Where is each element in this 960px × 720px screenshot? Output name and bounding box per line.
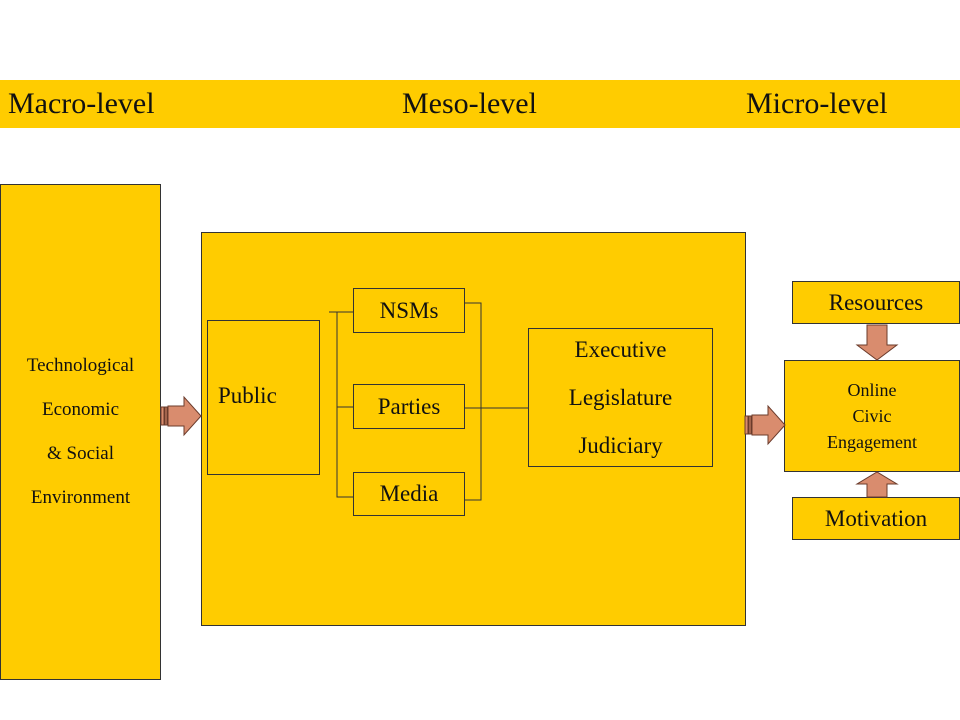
nsms-label: NSMs bbox=[379, 297, 439, 323]
engagement-line-engagement: Engagement bbox=[827, 432, 917, 452]
online-civic-engagement-box: Online Civic Engagement bbox=[784, 360, 960, 472]
macro-line-economic: Economic bbox=[41, 399, 119, 420]
motivation-up-arrow bbox=[855, 471, 899, 498]
engagement-line-online: Online bbox=[847, 380, 897, 400]
motivation-box: Motivation bbox=[792, 497, 960, 540]
engagement-line-civic: Civic bbox=[852, 406, 892, 426]
parties-label: Parties bbox=[377, 393, 441, 419]
macro-to-meso-arrow bbox=[160, 395, 202, 437]
macro-line-technological: Technological bbox=[26, 355, 135, 376]
meso-to-micro-arrow bbox=[744, 404, 786, 446]
media-label: Media bbox=[379, 481, 439, 506]
macro-level-label: Macro-level bbox=[8, 87, 155, 120]
legislature-label: Legislature bbox=[568, 384, 673, 410]
macro-line-social: & Social bbox=[46, 443, 114, 464]
macro-line-environment: Environment bbox=[30, 487, 131, 508]
public-label: Public bbox=[218, 382, 277, 408]
nsms-box: NSMs bbox=[353, 288, 465, 333]
micro-level-label: Micro-level bbox=[746, 87, 888, 120]
resources-down-arrow bbox=[855, 324, 899, 361]
resources-label: Resources bbox=[828, 289, 924, 315]
parties-box: Parties bbox=[353, 384, 465, 429]
resources-box: Resources bbox=[792, 281, 960, 324]
institutions-box: Executive Legislature Judiciary bbox=[528, 328, 713, 467]
meso-level-label: Meso-level bbox=[402, 87, 537, 120]
executive-label: Executive bbox=[574, 336, 667, 362]
level-header-band: Macro-level Meso-level Micro-level bbox=[0, 80, 960, 128]
media-box: Media bbox=[353, 472, 465, 516]
public-box: Public bbox=[207, 320, 320, 475]
motivation-label: Motivation bbox=[824, 505, 928, 531]
macro-environment-box: Technological Economic & Social Environm… bbox=[0, 184, 161, 680]
judiciary-label: Judiciary bbox=[578, 432, 663, 458]
